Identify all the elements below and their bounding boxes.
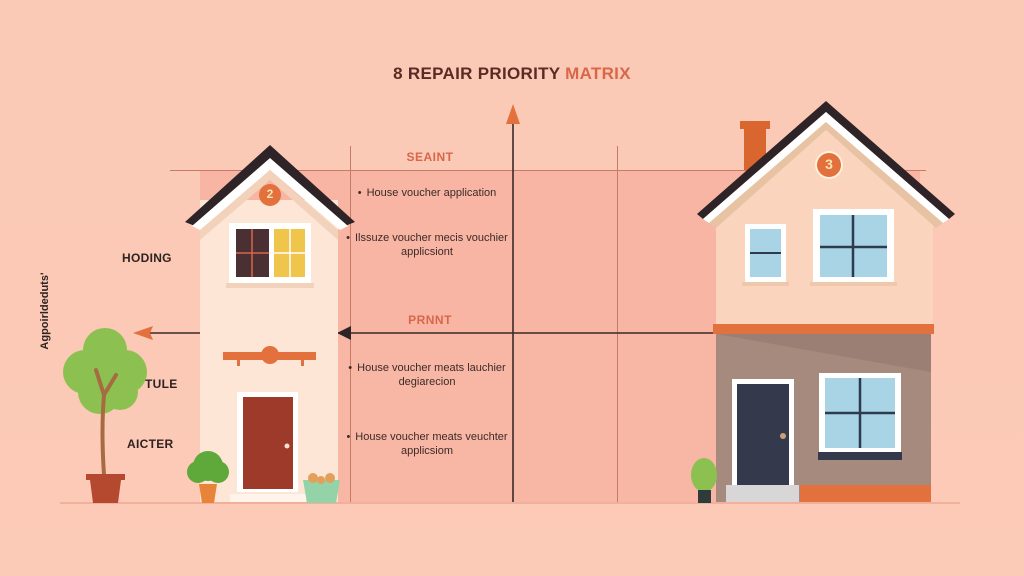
quadrant-bottom-header: PRNNT — [408, 313, 452, 327]
bullet-item: •Ilssuze voucher mecis vouchier applicsi… — [346, 232, 508, 258]
bullet-icon: • — [346, 232, 350, 244]
row-label-hoding: HODING — [122, 251, 172, 265]
bullet-item: •House voucher application — [357, 187, 497, 199]
quadrant-top-header: SEAINT — [406, 150, 454, 164]
page-title: 8 REPAIR PRIORITY MATRIX — [0, 64, 1024, 84]
grid-line-col1 — [350, 146, 351, 502]
left-house-number-badge: 2 — [266, 187, 274, 201]
row-label-aicter: AICTER — [127, 437, 174, 451]
title-accent: MATRIX — [565, 64, 631, 83]
arrow-left-small-icon — [337, 326, 351, 340]
grid-line-top — [170, 170, 926, 171]
arrow-left-icon — [133, 326, 153, 340]
bullet-icon: • — [348, 362, 353, 374]
arrow-up-icon — [506, 104, 520, 124]
right-house-number-badge: 3 — [825, 156, 833, 172]
title-prefix: 8 REPAIR PRIORITY — [393, 64, 561, 83]
ground-line — [60, 502, 960, 504]
bullet-icon: • — [346, 431, 351, 443]
row-label-tule: TULE — [145, 377, 178, 391]
grid-line-col3 — [617, 146, 618, 502]
bullet-item: •House voucher meats lauchier degiarecio… — [348, 362, 506, 388]
bullet-item: •House voucher meats veuchter applicsiom — [346, 431, 508, 457]
bullet-icon: • — [357, 187, 362, 199]
